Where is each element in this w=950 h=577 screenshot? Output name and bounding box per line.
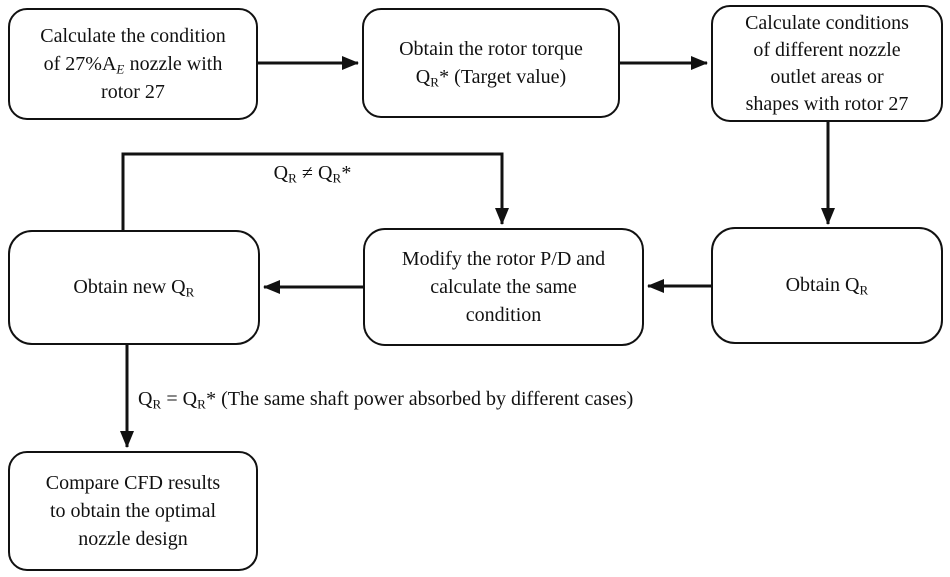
box-compare-cfd-line1: Compare CFD results [45,472,221,494]
box-modify-rotor-line1: Modify the rotor P/D and [401,248,606,270]
box-compare-cfd-line2: to obtain the optimal [49,500,217,522]
not-equal-operator: ≠ [297,162,318,184]
text-segment: Q [182,388,198,410]
subscript-e: E [116,61,125,77]
box-calc-nozzle-line3: outlet areas or [770,65,884,88]
box-modify-rotor-line3: condition [465,304,542,326]
label-qr-equal: QR = QR* (The same shaft power absorbed … [138,388,633,412]
box-modify-rotor-line2: calculate the same [430,276,577,298]
text-segment: * (Target value) [439,65,567,88]
subscript-r: R [152,396,162,412]
text-segment: Q [415,65,431,88]
text-segment: Q [138,388,153,410]
label-qr-not-equal: QR ≠ QR* [250,162,375,186]
box-compare-cfd: Compare CFD results to obtain the optima… [8,451,258,571]
box-calc-condition-line2: of 27%AE nozzle with [44,50,223,78]
subscript-r: R [185,284,195,300]
text-segment: nozzle with [124,52,223,75]
subscript-r: R [332,170,342,186]
box-calc-nozzle-conditions: Calculate conditions of different nozzle… [711,5,943,122]
box-obtain-torque-line2: QR* (Target value) [416,63,566,91]
subscript-r: R [288,170,297,186]
box-calc-nozzle-line2: of different nozzle [753,38,901,61]
asterisk: * [341,162,352,184]
box-obtain-qr-text: Obtain QR [786,271,869,299]
text-segment: Obtain new Q [73,276,186,299]
box-obtain-new-qr-text: Obtain new QR [73,273,194,301]
box-compare-cfd-line3: nozzle design [78,528,188,550]
equal-operator: = [161,388,183,410]
text-segment: of 27%A [43,52,117,75]
text-segment: Q [317,162,333,184]
box-calc-nozzle-line1: Calculate conditions [745,11,909,34]
subscript-r: R [430,74,440,90]
box-calc-condition-line1: Calculate the condition [40,24,226,47]
box-calc-condition-line3: rotor 27 [101,81,165,104]
box-obtain-torque-line1: Obtain the rotor torque [399,37,583,60]
box-obtain-new-qr: Obtain new QR [8,230,260,345]
box-obtain-torque: Obtain the rotor torque QR* (Target valu… [362,8,620,118]
box-calc-nozzle-line4: shapes with rotor 27 [745,92,909,115]
asterisk: * [206,388,217,410]
subscript-r: R [859,282,869,298]
text-segment: Obtain Q [785,274,860,297]
box-obtain-qr: Obtain QR [711,227,943,344]
subscript-r: R [197,396,207,412]
text-segment: (The same shaft power absorbed by differ… [216,388,634,410]
text-segment: Q [273,162,289,184]
box-calc-condition: Calculate the condition of 27%AE nozzle … [8,8,258,120]
box-modify-rotor: Modify the rotor P/D and calculate the s… [363,228,644,346]
